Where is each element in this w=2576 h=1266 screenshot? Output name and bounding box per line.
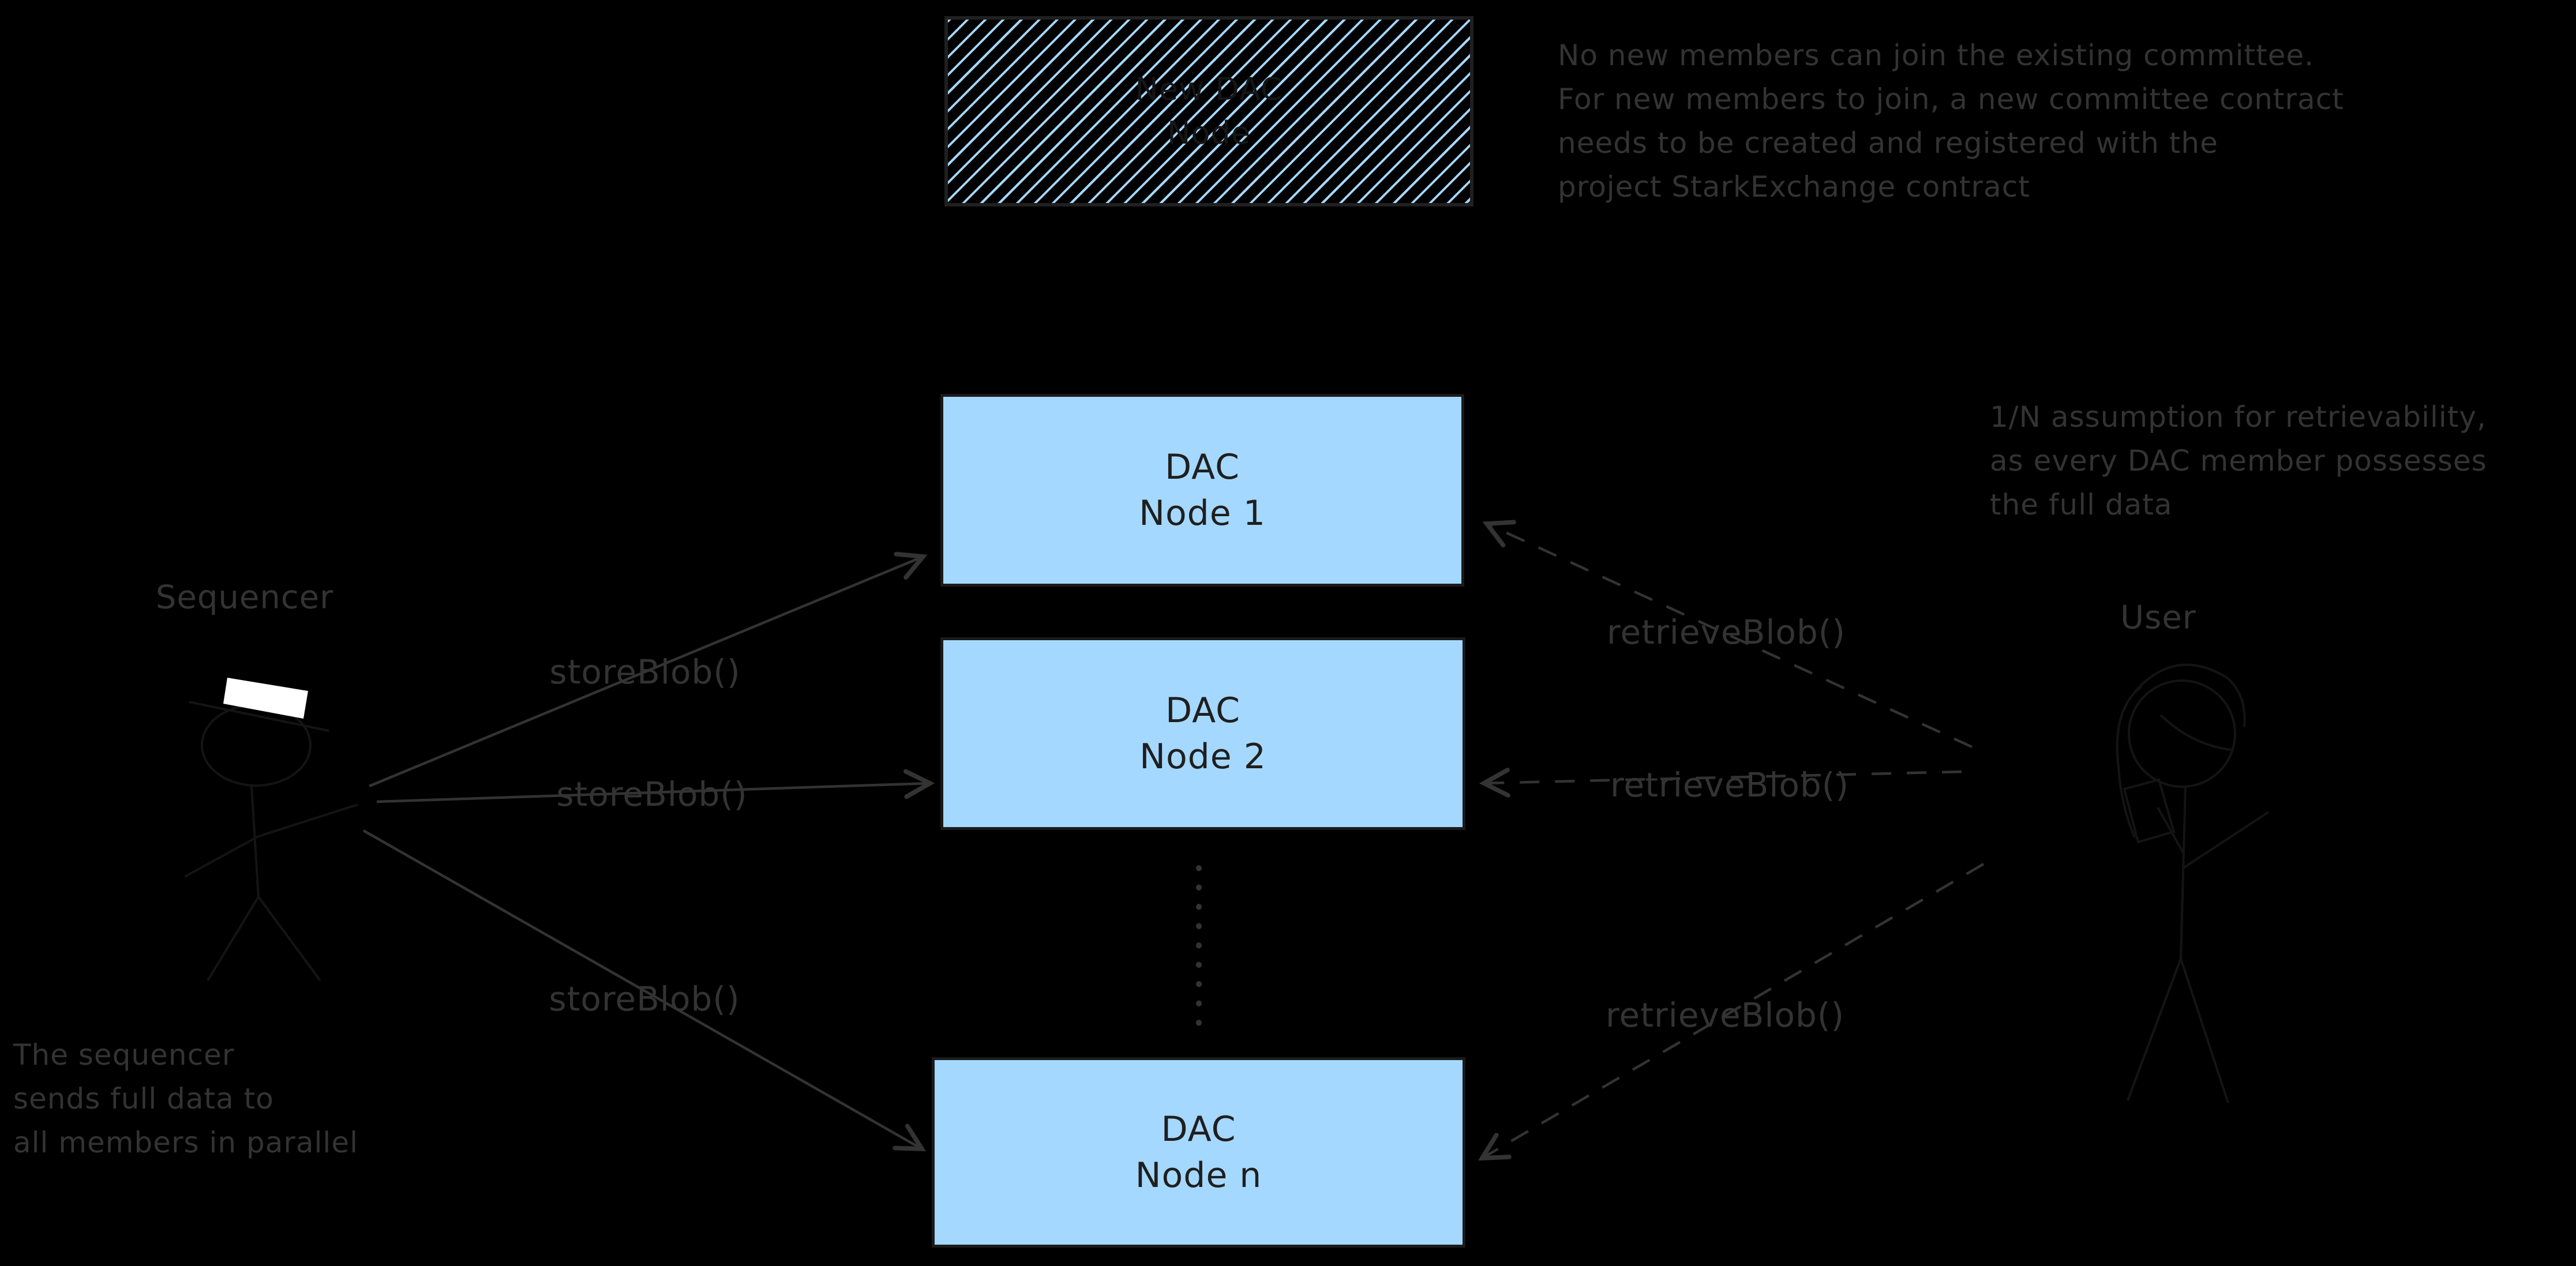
note-sequencer-line2: sends full data to bbox=[13, 1082, 274, 1115]
note-sequencer: The sequencer sends full data to all mem… bbox=[13, 1033, 358, 1164]
note-retrievability-line2: as every DAC member possesses bbox=[1990, 444, 2487, 478]
note-retrievability: 1/N assumption for retrievability, as ev… bbox=[1990, 395, 2487, 527]
retrieve-blob-arrows bbox=[1482, 524, 1985, 1158]
sequencer-arms bbox=[184, 803, 358, 878]
dac-node-1-label-line2: Node 1 bbox=[1139, 493, 1266, 534]
note-committee: No new members can join the existing com… bbox=[1558, 33, 2344, 209]
user-phone bbox=[2123, 778, 2176, 844]
user-label: User bbox=[2120, 599, 2196, 637]
retrieve-blob-label-2: retrieveBlob() bbox=[1610, 765, 1850, 805]
retrieve-blob-arrow-2 bbox=[1484, 772, 1962, 783]
note-sequencer-line1: The sequencer bbox=[13, 1038, 235, 1072]
note-committee-line3: needs to be created and registered with … bbox=[1558, 126, 2218, 160]
store-blob-label-1: storeBlob() bbox=[549, 652, 741, 692]
dac-node-n-label-line1: DAC bbox=[1161, 1109, 1236, 1149]
user-legs bbox=[2127, 958, 2229, 1103]
retrieve-blob-arrow-1 bbox=[1487, 524, 1973, 749]
retrieve-blob-label-3: retrieveBlob() bbox=[1605, 995, 1845, 1035]
user-hair-inner bbox=[2159, 714, 2232, 751]
sequencer-hat-brim bbox=[189, 701, 329, 732]
new-dac-node-label-line1: New DAC bbox=[1135, 71, 1283, 107]
user-hair-top bbox=[2133, 663, 2246, 727]
dac-node-1-box: DAC Node 1 bbox=[940, 394, 1464, 587]
store-blob-arrow-1 bbox=[369, 557, 923, 788]
user-head bbox=[2128, 679, 2236, 788]
user-hair-left bbox=[2116, 685, 2143, 838]
dac-node-n-label-line2: Node n bbox=[1135, 1155, 1262, 1196]
note-committee-line1: No new members can join the existing com… bbox=[1558, 39, 2315, 72]
retrieve-blob-arrow-3 bbox=[1482, 863, 1985, 1158]
dac-node-2-box: DAC Node 2 bbox=[940, 637, 1465, 830]
sequencer-legs bbox=[207, 896, 321, 982]
note-committee-line2: For new members to join, a new committee… bbox=[1558, 82, 2344, 116]
store-blob-arrow-3 bbox=[362, 829, 922, 1149]
new-dac-node-box: New DAC Node bbox=[944, 16, 1473, 206]
dac-node-2-label-line1: DAC bbox=[1165, 690, 1241, 731]
store-blob-arrow-2 bbox=[376, 783, 930, 803]
dac-node-1-label-line1: DAC bbox=[1164, 447, 1240, 487]
sequencer-label: Sequencer bbox=[155, 578, 334, 617]
store-blob-label-3: storeBlob() bbox=[549, 979, 740, 1019]
store-blob-label-2: storeBlob() bbox=[556, 775, 748, 814]
note-committee-line4: project StarkExchange contract bbox=[1558, 170, 2030, 204]
dac-node-2-label-line2: Node 2 bbox=[1139, 737, 1266, 777]
note-sequencer-line3: all members in parallel bbox=[13, 1126, 358, 1159]
new-dac-node-label-line2: Node bbox=[1167, 115, 1251, 151]
user-body bbox=[2180, 786, 2187, 959]
sequencer-figure bbox=[184, 701, 358, 982]
user-figure bbox=[2116, 663, 2270, 1103]
dac-node-n-box: DAC Node n bbox=[932, 1057, 1465, 1248]
retrieve-blob-label-1: retrieveBlob() bbox=[1606, 613, 1846, 652]
note-retrievability-line3: the full data bbox=[1990, 488, 2173, 521]
note-retrievability-line1: 1/N assumption for retrievability, bbox=[1990, 400, 2487, 434]
sequencer-hat-band bbox=[223, 678, 308, 719]
user-arms bbox=[2157, 807, 2270, 869]
sequencer-body bbox=[250, 785, 260, 897]
store-blob-arrows bbox=[362, 557, 930, 1149]
